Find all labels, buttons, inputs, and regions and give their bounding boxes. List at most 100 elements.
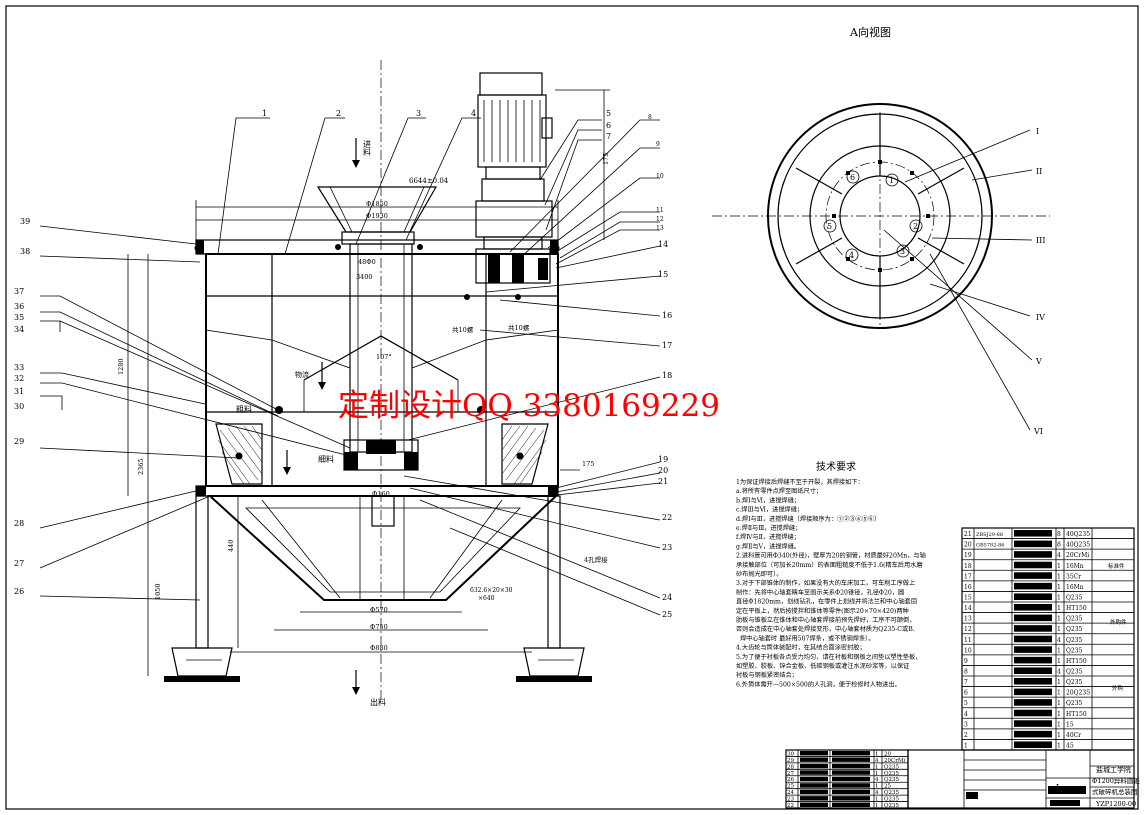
bom-material: 20Q235 [1066,690,1090,697]
bom-qty: 1 [1057,647,1061,654]
svg-text:6: 6 [850,173,855,182]
svg-text:4孔焊接: 4孔焊接 [584,555,608,564]
svg-text:23: 23 [662,543,672,552]
svg-text:19: 19 [658,455,668,464]
bom-no: 12 [964,626,972,633]
view-title: A向视图 [849,25,891,39]
tech-req-line: 如塑胶、胶板、锌合金板、低碳钢板或灌注水泥砂浆等，以保证 [736,662,909,670]
bom-bottom-no: 22 [787,803,794,809]
dim-d160: Φ160 [372,490,390,498]
bom-qty: 1 [1057,616,1061,623]
tech-req-line: 衬板与钢板紧密结合； [736,671,798,679]
motor-fan-cover [479,72,543,96]
bom-bottom-redacted [832,776,870,782]
bom-bottom-redacted [800,763,828,769]
svg-text:8: 8 [648,114,652,121]
svg-text:20: 20 [658,466,668,475]
bom-no: 19 [964,552,972,559]
bom-material: 40Q235 [1066,531,1090,538]
bom-material: 15 [1066,721,1074,728]
bom-qty: 4 [1057,669,1061,676]
dim-3400: 3400 [356,273,373,281]
bom-no: 21 [964,531,972,538]
bom-no: 9 [964,658,968,665]
bom-bottom-qty: 1 [875,803,879,809]
bom-bottom-redacted [832,751,870,756]
svg-text:33: 33 [14,363,24,372]
tech-req-line: 否则会造成在中心轴套处焊接变形，中心轴套材质为Q235-C或B. [736,625,915,633]
bom-bottom-no: 25 [787,784,794,790]
leg-right [547,495,561,649]
svg-text:10: 10 [656,173,664,180]
bom-bottom-no: 23 [787,797,794,803]
bom-material: 20CrMi [1066,552,1089,559]
bom-redacted [1014,646,1052,653]
bom-bottom-redacted [800,802,828,807]
dim-top-width: 6644±0.04 [409,177,449,185]
svg-text:5: 5 [606,109,611,118]
svg-text:27: 27 [14,559,24,568]
bom-no: 20 [964,542,972,549]
svg-text:39: 39 [20,217,30,226]
svg-text:16: 16 [662,311,672,320]
tech-req-line: f.焊Ⅳ与Ⅱ，进搅焊缝； [736,533,800,541]
bom-bottom-qty: 1 [875,764,879,770]
bom-redacted [1014,625,1052,632]
tech-req-line: a.将所有零件点焊至图纸尺寸； [736,487,822,495]
bom-bottom-no: 26 [787,777,794,783]
tech-req-title: 技术要求 [816,460,856,473]
bom-bottom-no: 29 [787,758,794,764]
svg-text:共10螺: 共10螺 [452,325,474,334]
bom-material: 35Cr [1066,573,1081,580]
bom-qty: 1 [1057,690,1061,697]
svg-text:175: 175 [582,460,594,468]
bom-bottom-redacted [832,770,870,775]
a-view: A向视图 1 2 3 4 5 6 [712,25,1050,436]
svg-text:V: V [1035,357,1042,366]
bom-qty: 4 [1057,552,1061,559]
bom-bottom-material: Q235 [884,797,900,803]
bom-redacted [1014,551,1052,558]
tech-req-line: 直径Φ1820mm，划线钻孔，在零件上划线并将法兰和中心轴套固 [736,598,917,606]
bom-side-purchased: 外购 [1112,684,1124,692]
bom-material: 40Q235 [1066,542,1090,549]
svg-text:35: 35 [14,313,24,322]
bom-material: HT150 [1066,711,1087,718]
bom-side-outsourced: 外购件 [1110,618,1127,626]
svg-text:30: 30 [14,402,24,411]
svg-text:21: 21 [658,477,668,486]
outlet-label: 出料 [370,697,386,707]
dim-1850: Φ1850 [366,200,388,208]
bom-qty: 4 [1057,637,1061,644]
bom-bottom-no: 30 [787,751,794,757]
bom-material: HT150 [1066,658,1087,665]
bom-qty: 1 [1057,700,1061,707]
bom-bottom-qty: 1 [875,784,879,790]
bom-bottom-redacted [832,789,870,795]
svg-text:26: 26 [14,587,24,596]
bom-redacted [1014,530,1052,537]
svg-text:II: II [1036,167,1042,176]
bom-no: 14 [964,605,972,612]
technical-requirements: 技术要求 1为保证焊接后焊缝不至于开裂，其焊接如下：a.将所有零件点焊至图纸尺寸… [736,460,926,688]
bom-code: ZBSJ29-88 [976,532,1003,538]
bom-redacted [1014,540,1052,548]
bom-redacted [1014,593,1052,600]
svg-text:14: 14 [658,240,668,249]
bom-side-standard: 标准件 [1108,562,1125,570]
svg-text:18: 18 [662,371,672,380]
dim-angle: 107° [376,353,392,361]
bom-bottom-no: 28 [787,764,794,770]
svg-text:24: 24 [662,593,672,602]
top-cover [195,239,559,255]
bom-qty: 1 [1057,711,1061,718]
bom-no: 13 [964,616,972,623]
bom-bottom-redacted [800,789,828,795]
bom-redacted [1014,699,1052,706]
bom-material: Q235 [1066,647,1083,654]
dim-plate: 632.6×20×30 [470,587,513,594]
bom-redacted [1014,667,1052,674]
bom-code: GB5782-86 [976,543,1004,549]
main-elevation-view: 进料 粗料 物流 细料 出料 6644±0.04 Φ1850 Φ1930 48Φ… [117,60,610,707]
sheet-border [5,5,1139,810]
